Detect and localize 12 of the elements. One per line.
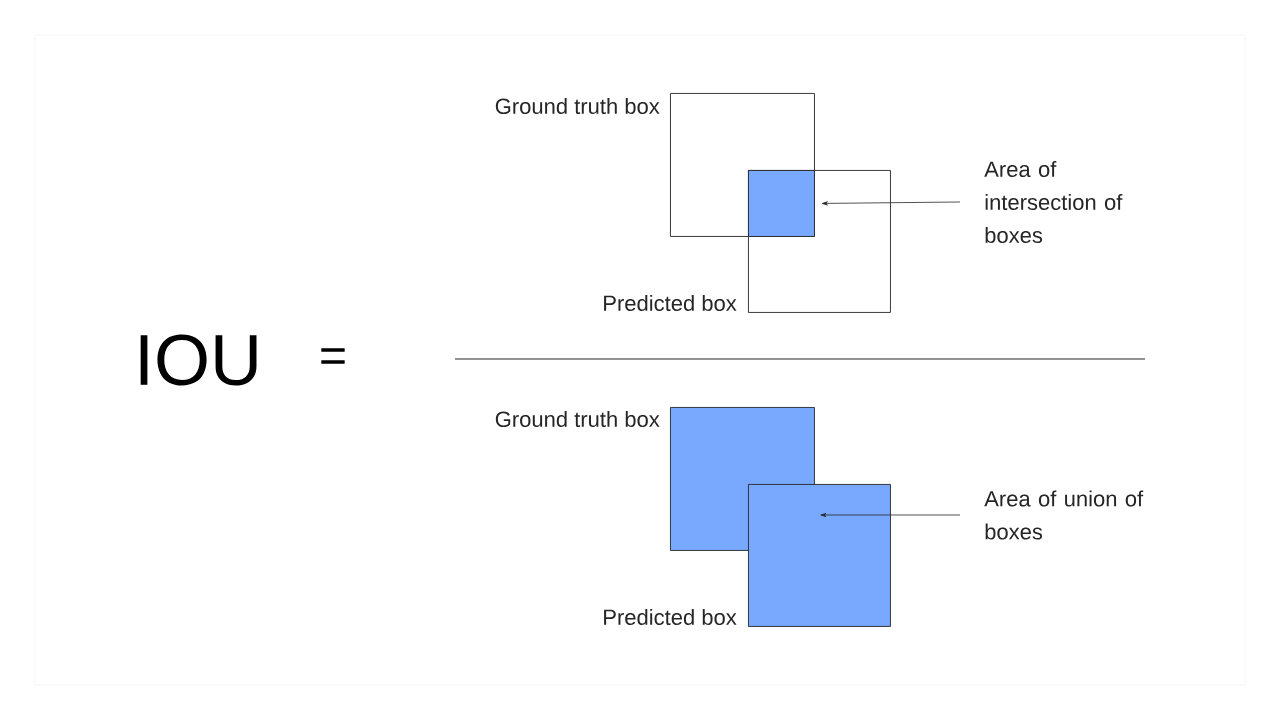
leader-arrow: [821, 201, 961, 206]
box-label: Ground truth box: [495, 410, 660, 428]
leader-arrow: [820, 512, 961, 518]
box-label: Predicted box: [604, 608, 737, 626]
callout-text: Area of intersection of boxes: [984, 160, 1123, 244]
equals-sign: =: [321, 348, 345, 364]
formula-text: IOU: [140, 334, 257, 386]
box-label: Ground truth box: [495, 97, 660, 115]
callout-text: Area of union of boxes: [984, 490, 1144, 540]
box-label: Predicted box: [604, 294, 737, 312]
rectangle: [748, 170, 815, 237]
rectangle: [748, 484, 891, 627]
